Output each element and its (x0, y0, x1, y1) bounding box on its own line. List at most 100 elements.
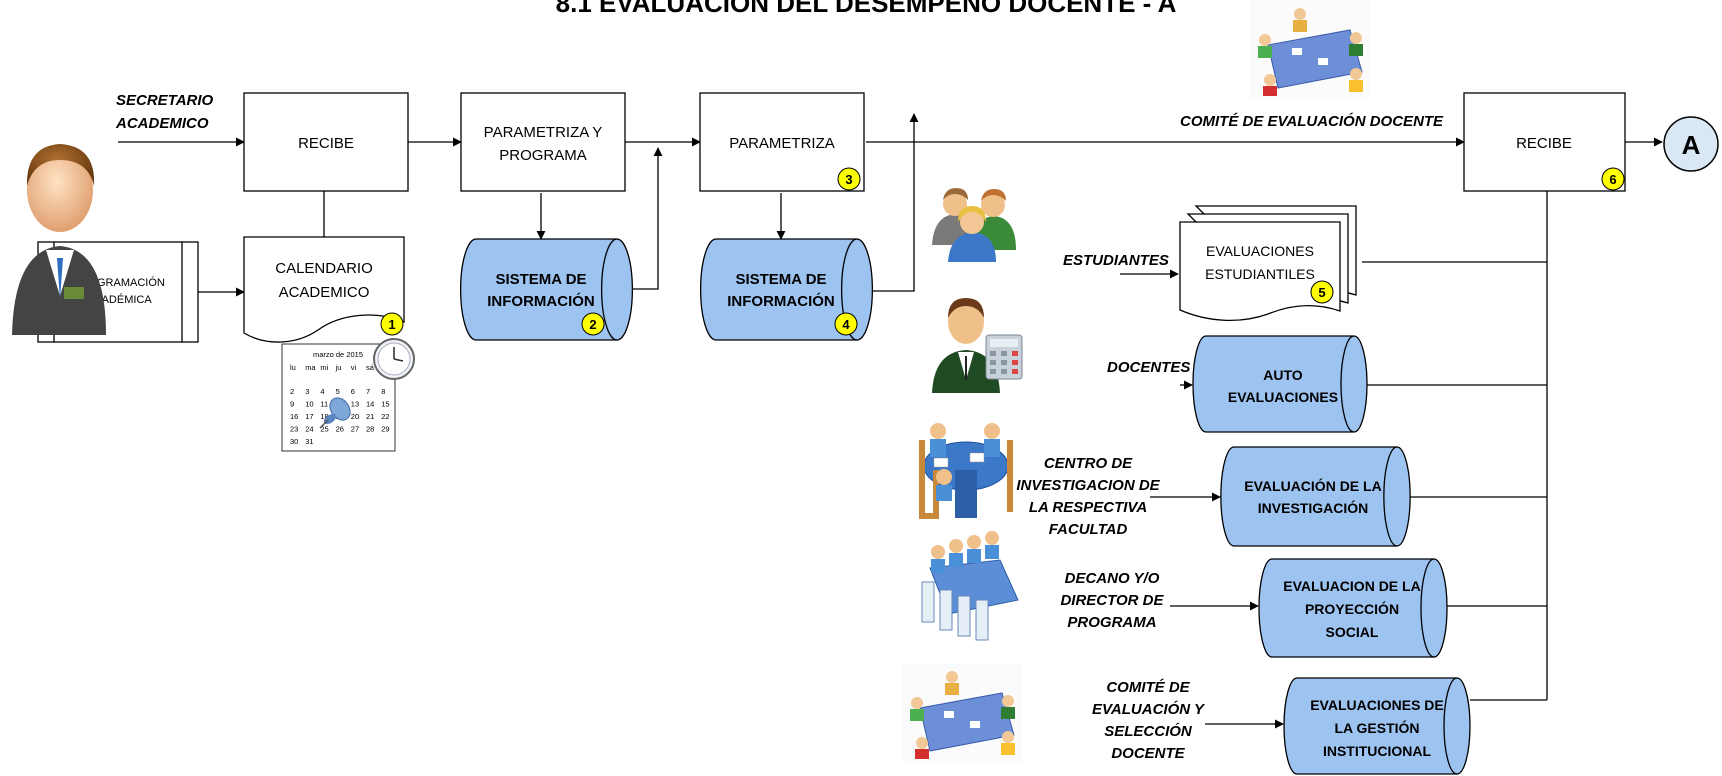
process-parametriza-programa-label-1: PARAMETRIZA Y (484, 124, 603, 141)
calendar-date: 10 (305, 400, 313, 409)
storage-sistema-informacion-2: SISTEMA DE INFORMACIÓN (700, 238, 873, 341)
sistema2-label-2: INFORMACIÓN (727, 292, 835, 310)
actor-estudiantes: ESTUDIANTES (1063, 252, 1169, 269)
actor-comite-sel-2: EVALUACIÓN Y (1092, 700, 1206, 718)
calendar-date: 14 (366, 400, 374, 409)
step-badge-3: 3 (837, 167, 861, 191)
actor-centro-1: CENTRO DE (1044, 455, 1133, 472)
calendar-month: marzo de 2015 (313, 350, 363, 359)
step-badge-2-label: 2 (589, 317, 596, 332)
process-parametriza: PARAMETRIZA (699, 92, 865, 192)
arrow-sistema1-up (621, 147, 663, 290)
eval-est-label-1: EVALUACIONES (1206, 243, 1314, 259)
storage-evaluaciones-gestion-institucional: EVALUACIONES DE LA GESTIÓN INSTITUCIONAL (1283, 677, 1471, 775)
calendario-label-1: CALENDARIO (275, 260, 373, 277)
arrow-sistema2-up (870, 113, 919, 292)
actor-centro-2: INVESTIGACION DE (1016, 477, 1160, 494)
actor-comite-evaluacion: COMITÉ DE EVALUACIÓN DOCENTE (1180, 112, 1444, 130)
inv-label-1: EVALUACIÓN DE LA (1244, 477, 1381, 494)
calendar-date: 29 (381, 425, 389, 434)
meeting-icon-2 (902, 663, 1022, 763)
calendar-day-header: ma (305, 363, 316, 372)
calendar-date: 2 (290, 387, 294, 396)
gest-label-1: EVALUACIONES DE (1310, 697, 1444, 713)
sistema2-label-1: SISTEMA DE (735, 271, 826, 288)
actor-comite-sel-3: SELECCIÓN (1104, 722, 1193, 740)
multidocument-evaluaciones-estudiantiles: EVALUACIONES ESTUDIANTILES (1179, 205, 1357, 322)
document-calendario-academico: CALENDARIO ACADEMICO (243, 236, 405, 343)
connector-a: A (1663, 116, 1719, 172)
pushpin-icon (319, 397, 351, 429)
storage-sistema-informacion-1: SISTEMA DE INFORMACIÓN (460, 238, 633, 341)
storage-evaluacion-proyeccion-social: EVALUACION DE LA PROYECCIÓN SOCIAL (1258, 558, 1448, 658)
process-recibe-2-label: RECIBE (1516, 135, 1572, 152)
calendar-date: 25 (320, 425, 328, 434)
calendar-date: 31 (305, 437, 313, 446)
step-badge-4: 4 (834, 312, 858, 336)
calendar-date: 7 (366, 387, 370, 396)
calendar-date: 23 (290, 425, 298, 434)
calendar-date: 6 (351, 387, 355, 396)
roundtable-icon (919, 423, 1013, 519)
sistema1-label-2: INFORMACIÓN (487, 292, 595, 310)
eval-est-label-2: ESTUDIANTILES (1205, 266, 1315, 282)
calendar-date: 27 (351, 425, 359, 434)
diagram-title: 8.1 EVALUACIÓN DEL DESEMPEÑO DOCENTE - A (556, 0, 1177, 18)
process-parametriza-programa-label-2: PROGRAMA (499, 147, 587, 164)
calendar-date: 21 (366, 412, 374, 421)
people-icon (932, 188, 1016, 262)
actor-labels: SECRETARIO ACADEMICO COMITÉ DE EVALUACIÓ… (115, 92, 1444, 762)
businessman-icon (932, 298, 1023, 393)
step-badge-4-label: 4 (842, 317, 850, 332)
inv-label-2: INVESTIGACIÓN (1258, 499, 1368, 516)
actor-centro-3: LA RESPECTIVA (1029, 499, 1147, 516)
step-badge-1: 1 (380, 312, 404, 336)
step-badge-5: 5 (1310, 280, 1334, 304)
auto-label-2: EVALUACIONES (1228, 389, 1338, 405)
calendar-date: 13 (351, 400, 359, 409)
actor-decano-3: PROGRAMA (1067, 614, 1156, 631)
calendar-date: 9 (290, 400, 294, 409)
calendar-date: 22 (381, 412, 389, 421)
step-badge-1-label: 1 (388, 317, 395, 332)
gest-label-2: LA GESTIÓN (1334, 719, 1419, 736)
storage-evaluacion-investigacion: EVALUACIÓN DE LA INVESTIGACIÓN (1220, 446, 1411, 547)
proy-label-2: PROYECCIÓN (1305, 600, 1399, 617)
calendar-date: 17 (305, 412, 313, 421)
actor-decano-2: DIRECTOR DE (1060, 592, 1164, 609)
actor-secretario-2: ACADEMICO (115, 115, 209, 132)
process-recibe-2: RECIBE (1463, 92, 1626, 192)
calendar-date: 5 (336, 387, 340, 396)
calendar-date: 30 (290, 437, 298, 446)
calendar-date: 26 (336, 425, 344, 434)
step-badge-6: 6 (1601, 167, 1625, 191)
connector-a-label: A (1682, 130, 1701, 160)
step-badge-3-label: 3 (845, 172, 852, 187)
actor-secretario-1: SECRETARIO (116, 92, 214, 109)
calendar-date: 28 (366, 425, 374, 434)
user-icon (12, 144, 106, 335)
actor-centro-4: FACULTAD (1049, 521, 1128, 538)
clock-icon (373, 338, 415, 380)
calendar-date: 24 (305, 425, 313, 434)
proy-label-1: EVALUACION DE LA (1283, 578, 1420, 594)
calendario-label-2: ACADEMICO (279, 284, 370, 301)
actor-docentes: DOCENTES (1107, 359, 1190, 376)
calendar-date: 4 (320, 387, 324, 396)
connectors (118, 113, 1663, 729)
step-badge-2: 2 (581, 312, 605, 336)
process-recibe-1-label: RECIBE (298, 135, 354, 152)
calendar-date: 18 (320, 412, 328, 421)
step-badge-6-label: 6 (1609, 172, 1616, 187)
sistema1-label-1: SISTEMA DE (495, 271, 586, 288)
calendar-date: 16 (290, 412, 298, 421)
actor-comite-sel-4: DOCENTE (1111, 745, 1185, 762)
calendar-day-header: sá (366, 363, 375, 372)
actor-decano-1: DECANO Y/O (1065, 570, 1160, 587)
calendar-date: 15 (381, 400, 389, 409)
calendar-date: 11 (320, 400, 328, 409)
calendar-day-header: ju (335, 363, 342, 372)
conference-icon (921, 531, 1019, 641)
calendar-day-header: mi (320, 363, 328, 372)
